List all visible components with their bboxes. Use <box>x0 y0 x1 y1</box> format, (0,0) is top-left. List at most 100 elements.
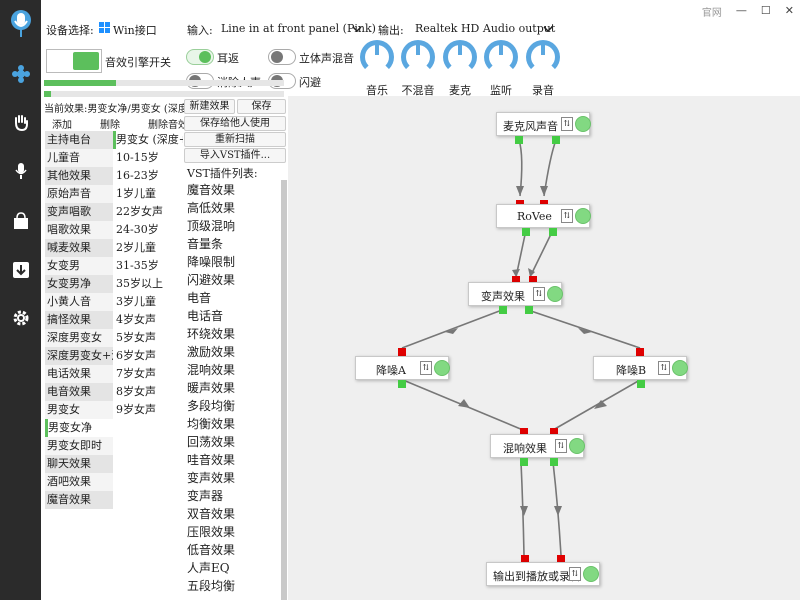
input-port[interactable] <box>557 555 565 563</box>
output-port[interactable] <box>525 306 533 314</box>
shop-bag-icon[interactable] <box>0 205 41 237</box>
vst-plugin-item[interactable]: 五段均衡 <box>187 579 236 593</box>
preset-item[interactable]: 主持电台 <box>45 131 113 149</box>
vst-plugin-item[interactable]: 顶级混响 <box>187 219 236 233</box>
engine-switch[interactable] <box>46 49 102 73</box>
preset-item[interactable]: 电音效果 <box>45 383 113 401</box>
vst-scrollbar-thumb[interactable] <box>281 180 287 600</box>
maximize-button[interactable]: ☐ <box>760 4 771 17</box>
save-button[interactable]: 保存 <box>237 99 286 114</box>
preset-item[interactable]: 唱歌效果 <box>45 221 113 239</box>
preset-item[interactable]: 电话效果 <box>45 365 113 383</box>
preset-item[interactable]: 变声唱歌 <box>45 203 113 221</box>
vst-plugin-item[interactable]: 高低效果 <box>187 201 236 215</box>
preset-item[interactable]: 小黄人音 <box>45 293 113 311</box>
effects-icon[interactable] <box>0 58 41 90</box>
input-port[interactable] <box>398 348 406 356</box>
preset-item[interactable]: 其他效果 <box>45 167 113 185</box>
node-output[interactable]: 输出到播放或录音 ⇅ <box>486 562 600 586</box>
vst-plugin-item[interactable]: 均衡效果 <box>187 417 236 431</box>
enable-led-icon[interactable] <box>547 286 563 302</box>
rescan-button[interactable]: 重新扫描 <box>184 132 286 147</box>
output-port[interactable] <box>552 136 560 144</box>
vst-plugin-item[interactable]: 闪避效果 <box>187 273 236 287</box>
config-icon[interactable]: ⇅ <box>658 361 670 375</box>
node-denoise-a[interactable]: 降噪A ⇅ <box>355 356 450 380</box>
input-port[interactable] <box>529 276 537 284</box>
record-knob[interactable] <box>526 40 560 86</box>
enable-led-icon[interactable] <box>583 566 599 582</box>
node-voice-change[interactable]: 变声效果 ⇅ <box>468 282 563 306</box>
vst-plugin-item[interactable]: 环绕效果 <box>187 327 236 341</box>
vst-plugin-item[interactable]: 音量条 <box>187 237 224 251</box>
sub-preset-item[interactable]: 男变女 (深度+... <box>113 131 183 149</box>
output-port[interactable] <box>520 458 528 466</box>
input-port[interactable] <box>521 555 529 563</box>
music-knob[interactable] <box>360 40 394 86</box>
device-select[interactable]: Win接口 <box>113 24 157 37</box>
sub-preset-item[interactable]: 10-15岁 <box>116 151 159 164</box>
config-icon[interactable]: ⇅ <box>533 287 545 301</box>
vst-plugin-item[interactable]: 压限效果 <box>187 525 236 539</box>
vst-plugin-item[interactable]: 降噪限制 <box>187 255 236 269</box>
no-mix-knob[interactable] <box>401 40 435 86</box>
vst-plugin-item[interactable]: 双音效果 <box>187 507 236 521</box>
input-port[interactable] <box>636 348 644 356</box>
output-port[interactable] <box>549 228 557 236</box>
output-port[interactable] <box>550 458 558 466</box>
preset-item[interactable]: 深度男变女 <box>45 329 113 347</box>
vst-scrollbar[interactable] <box>281 180 287 600</box>
preset-item[interactable]: 儿童音 <box>45 149 113 167</box>
sub-preset-item[interactable]: 24-30岁 <box>116 223 159 236</box>
output-port[interactable] <box>499 306 507 314</box>
preset-item[interactable]: 喊麦效果 <box>45 239 113 257</box>
input-port[interactable] <box>550 428 558 436</box>
config-icon[interactable]: ⇅ <box>561 117 573 131</box>
vst-plugin-item[interactable]: 低音效果 <box>187 543 236 557</box>
enable-led-icon[interactable] <box>672 360 688 376</box>
vst-plugin-item[interactable]: 魔音效果 <box>187 183 236 197</box>
output-port[interactable] <box>637 380 645 388</box>
sub-preset-item[interactable]: 3岁儿童 <box>116 295 156 308</box>
sub-preset-item[interactable]: 4岁女声 <box>116 313 156 326</box>
config-icon[interactable]: ⇅ <box>555 439 567 453</box>
vst-plugin-item[interactable]: 哇音效果 <box>187 453 236 467</box>
sub-preset-item[interactable]: 22岁女声 <box>116 205 163 218</box>
preset-item[interactable]: 聊天效果 <box>45 455 113 473</box>
vst-plugin-item[interactable]: 多段均衡 <box>187 399 236 413</box>
close-button[interactable]: ✕ <box>784 4 794 17</box>
sub-preset-item[interactable]: 16-23岁 <box>116 169 159 182</box>
sub-preset-item[interactable]: 35岁以上 <box>116 277 163 290</box>
new-effect-button[interactable]: 新建效果 <box>184 99 235 114</box>
monitor-knob[interactable] <box>484 40 518 86</box>
save-for-others-button[interactable]: 保存给他人使用 <box>184 116 286 131</box>
input-port[interactable] <box>520 428 528 436</box>
preset-item[interactable]: 女变男净 <box>45 275 113 293</box>
chevron-down-icon[interactable] <box>352 22 362 35</box>
vst-plugin-item[interactable]: 激励效果 <box>187 345 236 359</box>
preset-item[interactable]: 男变女即时 <box>45 437 113 455</box>
vst-plugin-item[interactable]: 变声器 <box>187 489 224 503</box>
vst-plugin-item[interactable]: 混响效果 <box>187 363 236 377</box>
microphone-icon[interactable] <box>0 155 41 187</box>
preset-item[interactable]: 男变女净 <box>45 419 113 437</box>
preset-item[interactable]: 酒吧效果 <box>45 473 113 491</box>
vst-plugin-item[interactable]: 人声EQ <box>187 561 230 575</box>
input-select[interactable]: Line in at front panel (Pink) <box>221 22 376 35</box>
hand-wave-icon[interactable] <box>0 106 41 138</box>
download-icon[interactable] <box>0 254 41 286</box>
node-denoise-b[interactable]: 降噪B ⇅ <box>593 356 688 380</box>
node-reverb[interactable]: 混响效果 ⇅ <box>490 434 585 458</box>
preset-item[interactable]: 深度男变女+混响 <box>45 347 113 365</box>
effect-graph-canvas[interactable]: 麦克风声音 ⇅ RoVee ⇅ 变声效果 ⇅ 降噪A ⇅ 降噪B ⇅ 混响 <box>288 96 800 600</box>
config-icon[interactable]: ⇅ <box>561 209 573 223</box>
mic-knob[interactable] <box>443 40 477 86</box>
node-mic[interactable]: 麦克风声音 ⇅ <box>496 112 591 136</box>
output-port[interactable] <box>522 228 530 236</box>
preset-item[interactable]: 男变女 <box>45 401 113 419</box>
preset-item[interactable]: 原始声音 <box>45 185 113 203</box>
sub-preset-item[interactable]: 6岁女声 <box>116 349 156 362</box>
preset-item[interactable]: 搞怪效果 <box>45 311 113 329</box>
add-button[interactable]: 添加 <box>52 120 72 131</box>
enable-led-icon[interactable] <box>575 116 591 132</box>
